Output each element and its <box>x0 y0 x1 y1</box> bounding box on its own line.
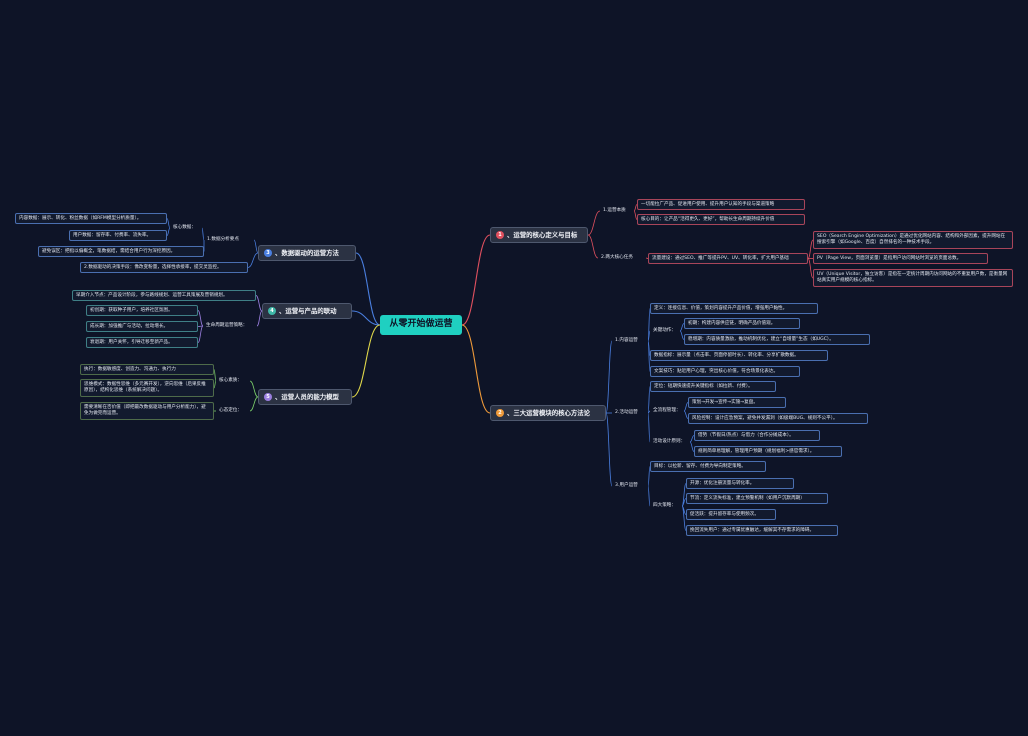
branch-three-modules[interactable]: 2 、三大运营模块的核心方法论 <box>490 405 606 421</box>
connector-29 <box>647 466 651 487</box>
leaf-copywriting-tips[interactable]: 文案技巧：贴近用户心理，突出核心价值，符合场景化表达。 <box>650 366 800 377</box>
leaf-traffic-building[interactable]: 流量建设：通过SEO、推广等提升PV、UV、转化率，扩大用户基础 <box>648 253 808 264</box>
branch-label: 、运营人员的能力模型 <box>275 393 339 401</box>
topic-content-ops[interactable]: 1.内容运营 <box>615 338 638 344</box>
leaf-user-goal[interactable]: 目标：以拉新、留存、付费为导向制定策略。 <box>650 461 766 472</box>
connector-45 <box>197 325 204 343</box>
topic-core-tasks[interactable]: 2.两大核心任务 <box>601 255 633 261</box>
branch-label: 、运营与产品的联动 <box>279 307 337 315</box>
connector-34 <box>681 505 687 531</box>
leaf-pv-definition[interactable]: PV（Page View，页面浏览量）是指用户访问网站时浏览的页面总数。 <box>813 253 988 264</box>
leaf-lifecycle-startup[interactable]: 初创期：获取种子用户，培养社区氛围。 <box>86 305 198 316</box>
connector-4 <box>351 324 381 398</box>
leaf-content-definition[interactable]: 定义：连接信息、价值，策划内容提升产品价值，增强用户黏性。 <box>650 303 818 314</box>
leaf-key-action-growth[interactable]: 稳增期：内容质量激励，推动机制优化，建立“自增量”生态（如UGC）。 <box>684 334 870 345</box>
leaf-thinking-modes[interactable]: 思维模式：数据性思维（多元赛开发），逆向思维（后果反推原因），结构化思维（系统解… <box>80 379 214 397</box>
connector-22 <box>647 386 651 414</box>
connector-43 <box>197 310 204 327</box>
connector-28 <box>689 441 695 452</box>
leaf-decision-methods[interactable]: 2.数据驱动的决策手段：像改变粉量，选择性承接率，提交灵监控。 <box>80 262 248 273</box>
connector-41 <box>255 295 263 312</box>
connector-47 <box>249 396 259 412</box>
connector-46 <box>249 380 259 398</box>
leaf-mindset-value[interactable]: 需要清晰在否价值（即把最改数据驱动与用户分析能力），避免为做完而运营。 <box>80 402 214 420</box>
topic-activity-ops[interactable]: 2.活动运营 <box>615 410 638 416</box>
connector-0 <box>461 234 491 326</box>
connector-49 <box>213 380 217 389</box>
branch-ops-product[interactable]: 4 、运营与产品的联动 <box>262 303 352 319</box>
badge-1-icon: 1 <box>496 231 504 239</box>
topic-core-skills[interactable]: 核心素质： <box>219 378 242 384</box>
connector-6 <box>587 234 599 259</box>
connector-13 <box>605 340 613 414</box>
leaf-key-action-early[interactable]: 初期：构建内容供应链，明确产品价值观。 <box>684 318 800 329</box>
leaf-content-metrics[interactable]: 数据指标：展示量（点击率、页面停留时长）、转化率、分享扩散数据。 <box>650 350 828 361</box>
connector-8 <box>633 210 638 220</box>
leaf-content-data[interactable]: 内容数据：展示、转化、粉丝数据（如RFM模型分析质量）。 <box>15 213 167 224</box>
leaf-risk-control[interactable]: 风险控制：设计应急预案，避免并发漏洞（如极端BUG、规则不公平）。 <box>688 413 868 424</box>
leaf-strategy-open[interactable]: 开源：优化注册流量与转化率。 <box>686 478 794 489</box>
leaf-uv-definition[interactable]: UV（Unique Visitor，独立访客）是指在一定统计周期内访问网站的不重… <box>813 269 1013 287</box>
connector-10 <box>807 239 814 259</box>
leaf-lifecycle-growth[interactable]: 成长期：加强推广与活动，拉动增长。 <box>86 321 198 332</box>
leaf-strategy-winback[interactable]: 挽回流失用户：通过专属优惠触达，缓解其不存需求的障碍。 <box>686 525 838 536</box>
branch-core-definition[interactable]: 1 、运营的核心定义与目标 <box>490 227 588 243</box>
topic-full-process[interactable]: 全流程管理： <box>653 408 681 414</box>
leaf-strategy-save[interactable]: 节流：定义流失标准，建立预警机制（如用户沉默周期） <box>686 493 828 504</box>
leaf-lifecycle-decline[interactable]: 衰退期：用户关怀，引导迁移至新产品。 <box>86 337 198 348</box>
connector-17 <box>647 330 651 342</box>
branch-capability-model[interactable]: 5 、运营人员的能力模型 <box>258 389 352 405</box>
leaf-design-leverage[interactable]: 借势（节假日/热点）与借力（合作分摊成本）。 <box>694 430 820 441</box>
connector-26 <box>683 410 689 419</box>
branch-label: 、数据驱动的运营方法 <box>275 249 339 257</box>
topic-core-data[interactable]: 核心数据： <box>173 225 196 231</box>
leaf-user-data[interactable]: 用户数据：留存率、付费率、流失率。 <box>69 230 167 241</box>
leaf-seo-definition[interactable]: SEO（Search Engine Optimization）是通过优化网站内容… <box>813 231 1013 249</box>
leaf-skill-execution[interactable]: 执行：数据敏感度、创造力、沟通力、执行力 <box>80 364 214 375</box>
connector-9 <box>645 257 649 259</box>
topic-lifecycle-strategy[interactable]: 生命周期运营策略： <box>206 323 248 329</box>
connector-37 <box>201 227 205 241</box>
connector-30 <box>647 485 651 507</box>
connector-42 <box>256 310 263 327</box>
leaf-essence-2[interactable]: 核心目的：让产品“活得更久、更好”，帮助长生命周期持续升价值 <box>637 214 805 225</box>
branch-label: 、运营的核心定义与目标 <box>507 231 578 239</box>
connector-40 <box>166 227 171 236</box>
leaf-avoid-pitfalls[interactable]: 避免误区：把指以偏概全，笔数据结，需结合用户行为深挖原因。 <box>38 246 204 257</box>
badge-5-icon: 5 <box>264 393 272 401</box>
badge-3-icon: 3 <box>264 249 272 257</box>
topic-four-strategies[interactable]: 四大策略： <box>653 503 676 509</box>
branch-label: 、三大运营模块的核心方法论 <box>507 409 591 417</box>
connector-1 <box>461 324 491 414</box>
connector-24 <box>647 412 651 443</box>
badge-4-icon: 4 <box>268 307 276 315</box>
connector-5 <box>587 210 601 236</box>
leaf-design-rules[interactable]: 规则简单易理解，管理用户预期（规划福利>感官需求）。 <box>694 446 842 457</box>
connector-15 <box>605 412 613 487</box>
connector-2 <box>355 252 381 326</box>
connector-3 <box>351 310 381 326</box>
leaf-activity-positioning[interactable]: 定位：短期快速提升关键指标（如拉新、付费）。 <box>650 381 776 392</box>
topic-mindset[interactable]: 心态定位： <box>219 408 242 414</box>
root-topic[interactable]: 从零开始做运营 <box>380 315 462 335</box>
topic-analysis-points[interactable]: 1.数据分析要点 <box>207 237 239 243</box>
leaf-early-involvement[interactable]: 早期介入节点：产品设计阶段，参与路线规划、运营工具策展及营销规划。 <box>72 290 256 301</box>
leaf-essence-1[interactable]: 一切能拉广产品、促进用户使用、提升用户认知的手段与渠道策略 <box>637 199 805 210</box>
connector-12 <box>807 258 814 279</box>
topic-key-actions[interactable]: 关键动作： <box>653 328 676 334</box>
connector-21 <box>679 330 685 340</box>
topic-design-principles[interactable]: 活动设计原则： <box>653 439 686 445</box>
badge-2-icon: 2 <box>496 409 504 417</box>
branch-data-driven[interactable]: 3 、数据驱动的运营方法 <box>258 245 356 261</box>
leaf-process-steps[interactable]: 策划→开发→宣传→实施→复盘。 <box>688 397 786 408</box>
leaf-strategy-activate[interactable]: 促活跃：提升留存率与使用频次。 <box>686 509 776 520</box>
connector-36 <box>247 252 259 268</box>
topic-essence[interactable]: 1.运营本质 <box>603 208 626 214</box>
connector-35 <box>253 239 259 254</box>
topic-user-ops[interactable]: 3.用户运营 <box>615 483 638 489</box>
connector-19 <box>647 340 651 372</box>
